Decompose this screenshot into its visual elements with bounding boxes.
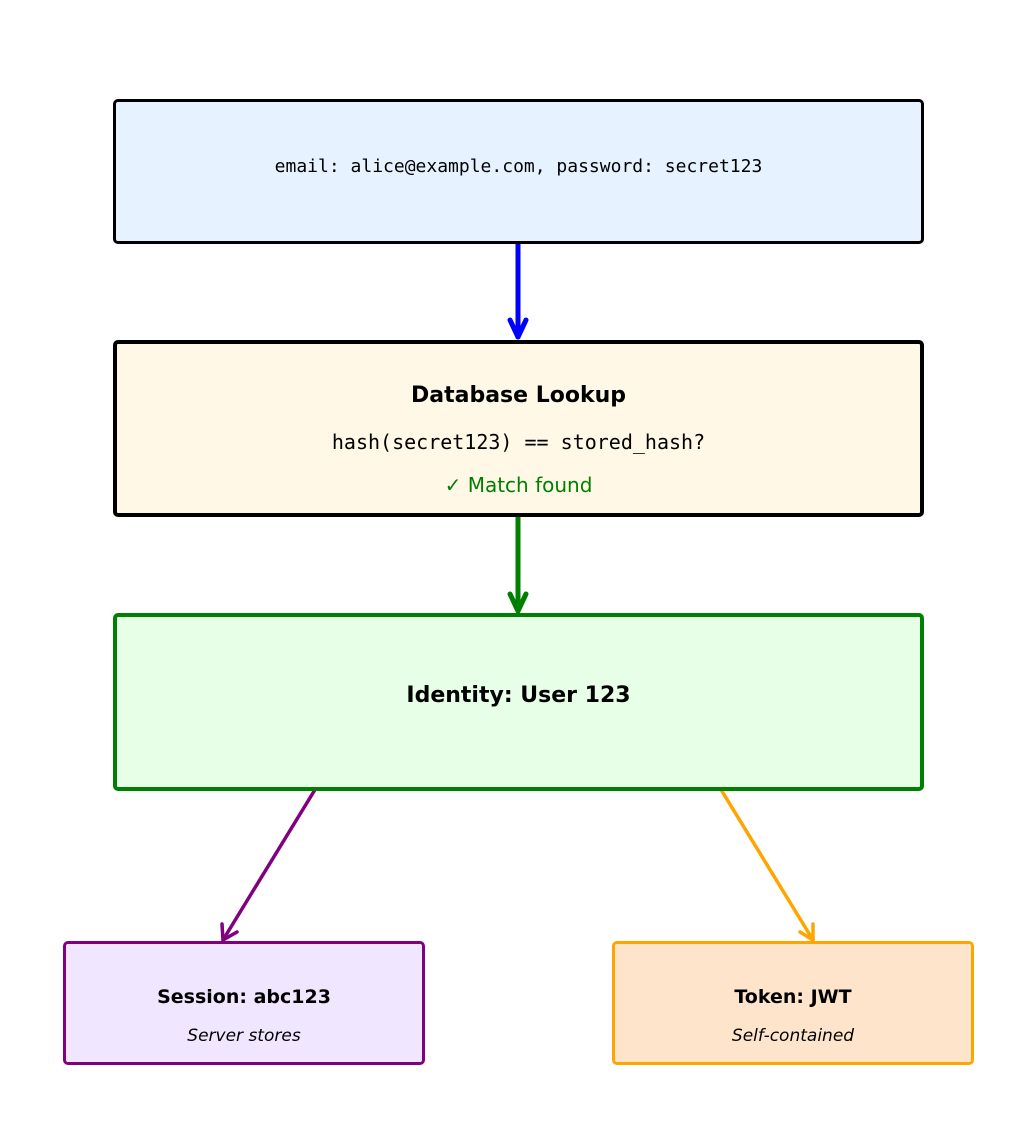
credentials-box: email: alice@example.com, password: secr…: [113, 99, 924, 244]
arrow-identity-to-session: [220, 786, 318, 942]
database-lookup-box: Database Lookup hash(secret123) == store…: [113, 340, 924, 517]
arrow-identity-to-token: [718, 786, 815, 942]
identity-title: Identity: User 123: [406, 683, 631, 708]
hash-check-text: hash(secret123) == stored_hash?: [331, 430, 706, 454]
credentials-text: email: alice@example.com, password: secr…: [274, 156, 763, 177]
arrow-lookup-to-identity: [507, 512, 529, 614]
session-subtitle: Server stores: [187, 1026, 301, 1046]
match-result-text: ✓ Match found: [444, 473, 593, 497]
token-subtitle: Self-contained: [731, 1026, 855, 1046]
token-box: Token: JWT Self-contained: [612, 941, 974, 1065]
database-lookup-title: Database Lookup: [410, 383, 627, 408]
session-box: Session: abc123 Server stores: [63, 941, 425, 1065]
token-title: Token: JWT: [734, 986, 852, 1008]
session-title: Session: abc123: [157, 986, 331, 1008]
identity-box: Identity: User 123: [113, 613, 924, 791]
arrow-credentials-to-lookup: [507, 239, 529, 340]
